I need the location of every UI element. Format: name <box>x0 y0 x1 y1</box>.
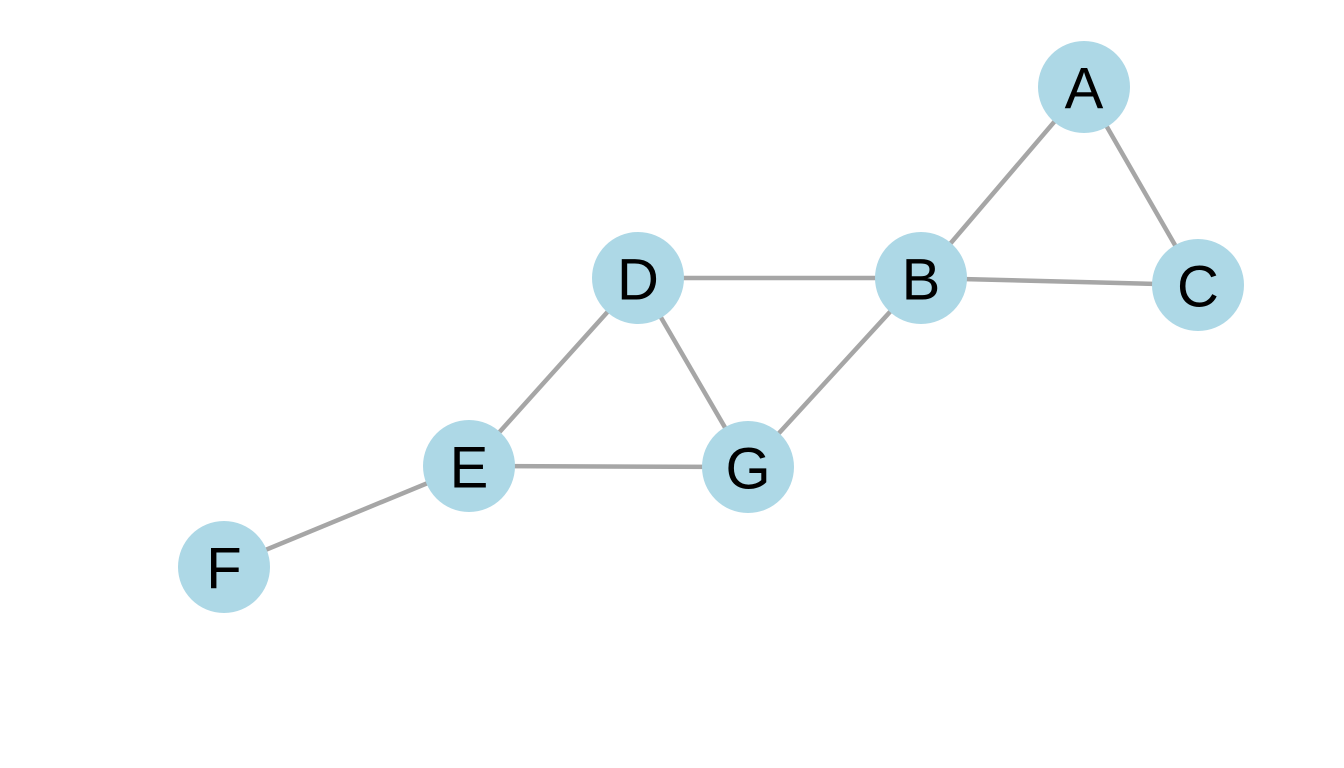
node-a: A <box>1038 41 1130 133</box>
node-f: F <box>178 521 270 613</box>
node-label: E <box>450 436 489 501</box>
node-label: G <box>725 437 770 502</box>
node-label: A <box>1065 57 1104 122</box>
edge-b-c <box>920 275 1199 288</box>
node-label: C <box>1177 255 1219 320</box>
node-circle <box>702 421 794 513</box>
edges <box>223 85 1200 570</box>
node-circle <box>875 232 967 324</box>
node-d: D <box>592 232 684 324</box>
node-circle <box>592 232 684 324</box>
node-c: C <box>1152 239 1244 331</box>
node-label: F <box>206 537 241 602</box>
edge-e-g <box>468 463 749 470</box>
node-b: B <box>875 232 967 324</box>
nodes: A B C D E F G <box>178 41 1244 613</box>
node-circle <box>1152 239 1244 331</box>
node-label: D <box>617 248 659 313</box>
node-e: E <box>423 420 515 512</box>
node-circle <box>423 420 515 512</box>
node-label: B <box>902 248 941 313</box>
node-circle <box>178 521 270 613</box>
node-g: G <box>702 421 794 513</box>
node-circle <box>1038 41 1130 133</box>
